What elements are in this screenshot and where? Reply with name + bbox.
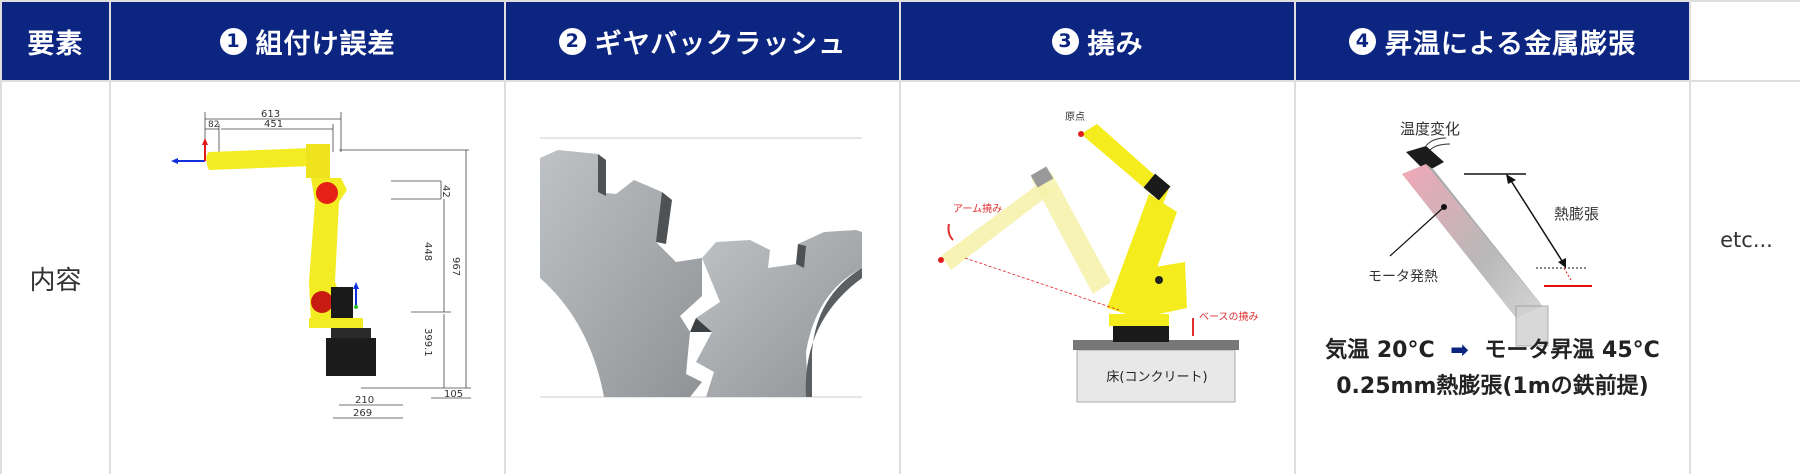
body-row-label: 内容: [2, 82, 109, 474]
header-row-label: 要素: [2, 2, 109, 80]
arrow-right-icon: ➡: [1450, 338, 1469, 363]
assembly-error-figure: 613 82 451 42 448 967 399.1 105 210 269: [111, 82, 504, 474]
number-badge-2: 2: [558, 27, 586, 55]
dim-967: 967: [450, 257, 461, 276]
number-badge-1: 1: [219, 27, 247, 55]
number-badge-3: 3: [1051, 27, 1079, 55]
dim-42: 42: [440, 185, 451, 198]
header-deflection: 3 撓み: [901, 2, 1294, 80]
motor-heat-label: モータ発熱: [1368, 269, 1438, 285]
header-assembly-error: 1 組付け誤差: [111, 2, 504, 80]
expansion-caption: 0.25mm熱膨張(1mの鉄前提): [1336, 374, 1649, 399]
arm-deflection-label: アーム撓み: [953, 203, 1002, 215]
robot-dimension-drawing: 613 82 451 42 448 967 399.1 105 210 269: [171, 109, 471, 419]
origin-label: 原点: [1065, 111, 1085, 123]
etc-text: etc...: [1720, 228, 1773, 252]
dim-82: 82: [208, 120, 219, 130]
header-title: 撓み: [1087, 28, 1144, 60]
dim-399: 399.1: [422, 328, 433, 357]
gears-image: [540, 137, 862, 398]
header-title: 昇温による金属膨張: [1384, 28, 1637, 60]
dim-210: 210: [355, 395, 374, 406]
number-badge-4: 4: [1348, 27, 1376, 55]
dim-613: 613: [261, 109, 280, 120]
header-title: ギヤバックラッシュ: [594, 28, 847, 60]
floor-label: 床(コンクリート): [1106, 370, 1207, 385]
ambient-temp: 気温 20°C: [1325, 338, 1435, 363]
header-title: 組付け誤差: [255, 28, 396, 60]
deflection-figure: 床(コンクリート) アーム撓み 原点 ベースの撓み: [901, 82, 1294, 474]
etc-cell: etc...: [1691, 82, 1800, 474]
gear-backlash-figure: [506, 82, 899, 474]
dim-451: 451: [264, 119, 283, 130]
motor-temp: モータ昇温 45°C: [1484, 338, 1660, 363]
dim-105: 105: [444, 389, 463, 400]
row-label-text: 要素: [27, 28, 84, 60]
temperature-caption: 気温 20°C ➡ モータ昇温 45°C: [1296, 332, 1689, 364]
dim-448: 448: [422, 242, 433, 261]
thermal-expansion-label: 熱膨張: [1554, 205, 1599, 223]
robot-deflection-image: 床(コンクリート) アーム撓み 原点 ベースの撓み: [938, 111, 1259, 403]
dim-269: 269: [353, 408, 372, 419]
header-gear-backlash: 2 ギヤバックラッシュ: [506, 2, 899, 80]
row-label-text: 内容: [29, 265, 82, 296]
header-thermal-expansion: 4 昇温による金属膨張: [1296, 2, 1689, 80]
base-deflection-label: ベースの撓み: [1199, 311, 1259, 323]
header-empty: [1691, 2, 1800, 80]
thermal-expansion-figure: 温度変化 モータ発熱 熱膨張 気温 20°C ➡ モータ昇温 45°C 0.25…: [1296, 82, 1689, 474]
temp-change-label: 温度変化: [1400, 120, 1460, 138]
thermal-expansion-diagram: 温度変化 モータ発熱 熱膨張: [1368, 120, 1599, 347]
